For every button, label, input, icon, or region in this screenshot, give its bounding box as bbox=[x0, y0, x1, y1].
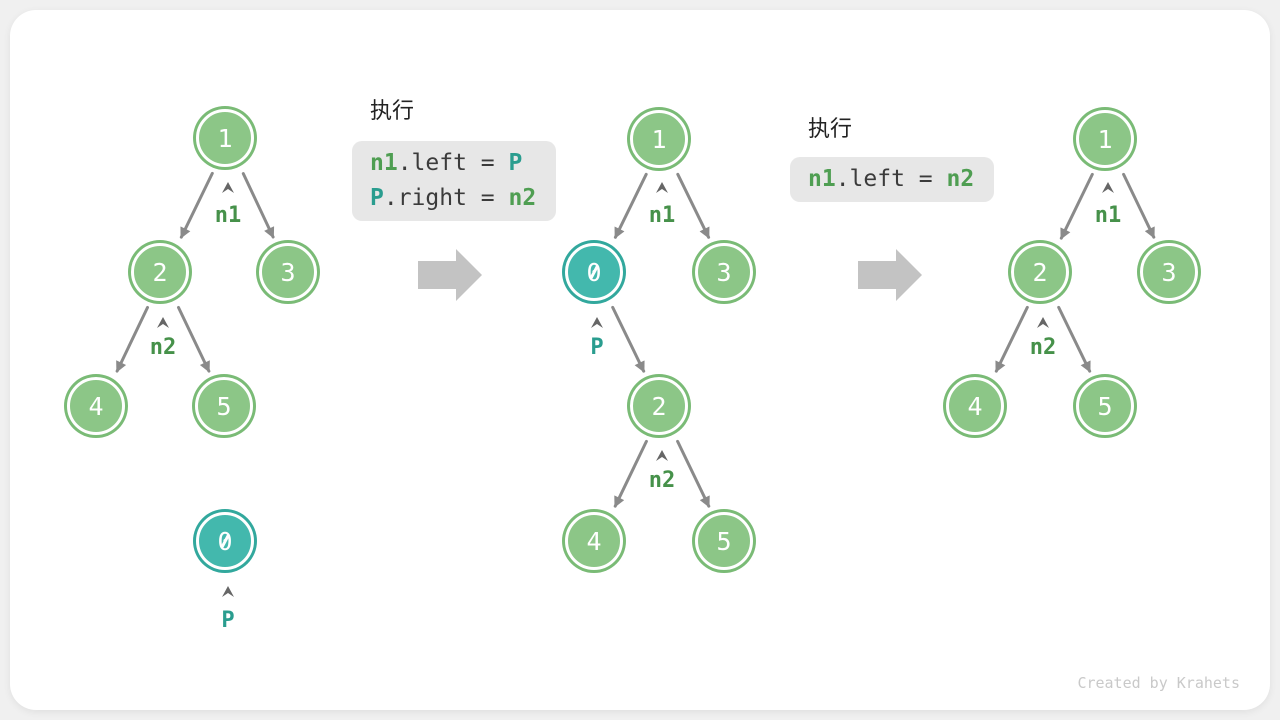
node-value: 4 bbox=[586, 526, 602, 556]
code-token: .right = bbox=[383, 185, 509, 211]
tree3-node-4: 4 bbox=[946, 377, 1004, 435]
code-line: P.right = n2 bbox=[370, 181, 536, 216]
tree2-pointer-n1: n1 bbox=[648, 203, 676, 228]
edge-arrow bbox=[613, 439, 648, 508]
node-value: 0 bbox=[586, 257, 602, 287]
node-value: 2 bbox=[1032, 257, 1048, 287]
node-value: 3 bbox=[716, 257, 732, 287]
code-token: .left = bbox=[397, 150, 509, 176]
code-token: P bbox=[370, 185, 384, 211]
node-value: 1 bbox=[651, 124, 667, 154]
edge-arrow bbox=[1059, 172, 1094, 240]
edge-arrow bbox=[676, 439, 711, 508]
tree2-pointer-n2: n2 bbox=[648, 468, 676, 493]
transition-right-arrow-icon bbox=[858, 249, 922, 301]
up-caret-icon bbox=[656, 182, 668, 193]
edge-arrow bbox=[241, 172, 275, 239]
node-value: 5 bbox=[1097, 391, 1113, 421]
node-value: 4 bbox=[967, 391, 983, 421]
tree3-node-2: 2 bbox=[1011, 243, 1069, 301]
edge-arrow bbox=[177, 306, 211, 373]
edge-arrow bbox=[115, 306, 149, 373]
tree2-node-1: 1 bbox=[630, 110, 688, 168]
node-value: 5 bbox=[716, 526, 732, 556]
credit-text: Created by Krahets bbox=[1077, 674, 1240, 692]
up-caret-icon bbox=[1102, 182, 1114, 193]
exec-label-2: 执行 bbox=[808, 117, 853, 142]
tree1-node-4: 4 bbox=[67, 377, 125, 435]
tree1-node-1: 1 bbox=[196, 109, 254, 167]
edge-arrow bbox=[676, 172, 711, 239]
node-value: 1 bbox=[217, 123, 233, 153]
tree1-edges bbox=[115, 171, 275, 373]
node-value: 4 bbox=[88, 391, 104, 421]
tree2-node-5: 5 bbox=[695, 512, 753, 570]
tree3-node-3: 3 bbox=[1140, 243, 1198, 301]
tree2-edges bbox=[611, 172, 711, 508]
up-caret-icon bbox=[222, 586, 234, 597]
edge-arrow bbox=[611, 305, 646, 373]
tree1-node-2: 2 bbox=[131, 243, 189, 301]
code-token: .left = bbox=[835, 166, 947, 192]
code-token: n1 bbox=[808, 166, 836, 192]
up-caret-icon bbox=[591, 317, 603, 328]
tree1-pointer-p: P bbox=[221, 608, 235, 633]
tree1-node-3: 3 bbox=[259, 243, 317, 301]
tree1-node-5: 5 bbox=[195, 377, 253, 435]
transition-right-arrow-icon bbox=[418, 249, 482, 301]
tree2-node-2: 2 bbox=[630, 377, 688, 435]
exec-label-1: 执行 bbox=[370, 99, 415, 124]
tree2-node-3: 3 bbox=[695, 243, 753, 301]
tree2-pointer-p: P bbox=[590, 335, 604, 360]
up-caret-icon bbox=[656, 450, 668, 461]
tree2-node-4: 4 bbox=[565, 512, 623, 570]
node-value: 3 bbox=[280, 257, 296, 287]
node-value: 0 bbox=[217, 526, 233, 556]
node-value: 5 bbox=[216, 391, 232, 421]
edge-arrow bbox=[179, 171, 214, 239]
tree3-edges bbox=[994, 172, 1156, 373]
code-token: n2 bbox=[946, 166, 975, 192]
code-box-2: n1.left = n2 bbox=[790, 157, 995, 202]
code-line: n1.left = P bbox=[370, 146, 536, 181]
pointer-carets bbox=[157, 182, 1114, 597]
edge-arrow bbox=[994, 305, 1029, 373]
tree1-pointer-n2: n2 bbox=[149, 335, 177, 360]
node-value: 2 bbox=[651, 391, 667, 421]
code-line: n1.left = n2 bbox=[808, 162, 974, 197]
tree2-node-0: 0 bbox=[565, 243, 623, 301]
node-value: 2 bbox=[152, 257, 168, 287]
node-value: 3 bbox=[1161, 257, 1177, 287]
tree3-pointer-n2: n2 bbox=[1029, 335, 1057, 360]
edge-arrow bbox=[1057, 305, 1092, 373]
code-token: n2 bbox=[508, 185, 537, 211]
up-caret-icon bbox=[1037, 317, 1049, 328]
edge-arrow bbox=[613, 172, 648, 239]
edge-arrow bbox=[1122, 172, 1156, 239]
tree1-pointer-n1: n1 bbox=[214, 203, 242, 228]
up-caret-icon bbox=[157, 317, 169, 328]
tree1-node-0: 0 bbox=[196, 512, 254, 570]
tree3-node-5: 5 bbox=[1076, 377, 1134, 435]
node-value: 1 bbox=[1097, 124, 1113, 154]
tree3-node-1: 1 bbox=[1076, 110, 1134, 168]
code-token: P bbox=[508, 150, 523, 176]
code-box-1: n1.left = P P.right = n2 bbox=[352, 141, 557, 221]
up-caret-icon bbox=[222, 182, 234, 193]
code-token: n1 bbox=[370, 150, 398, 176]
tree3-pointer-n1: n1 bbox=[1094, 203, 1122, 228]
